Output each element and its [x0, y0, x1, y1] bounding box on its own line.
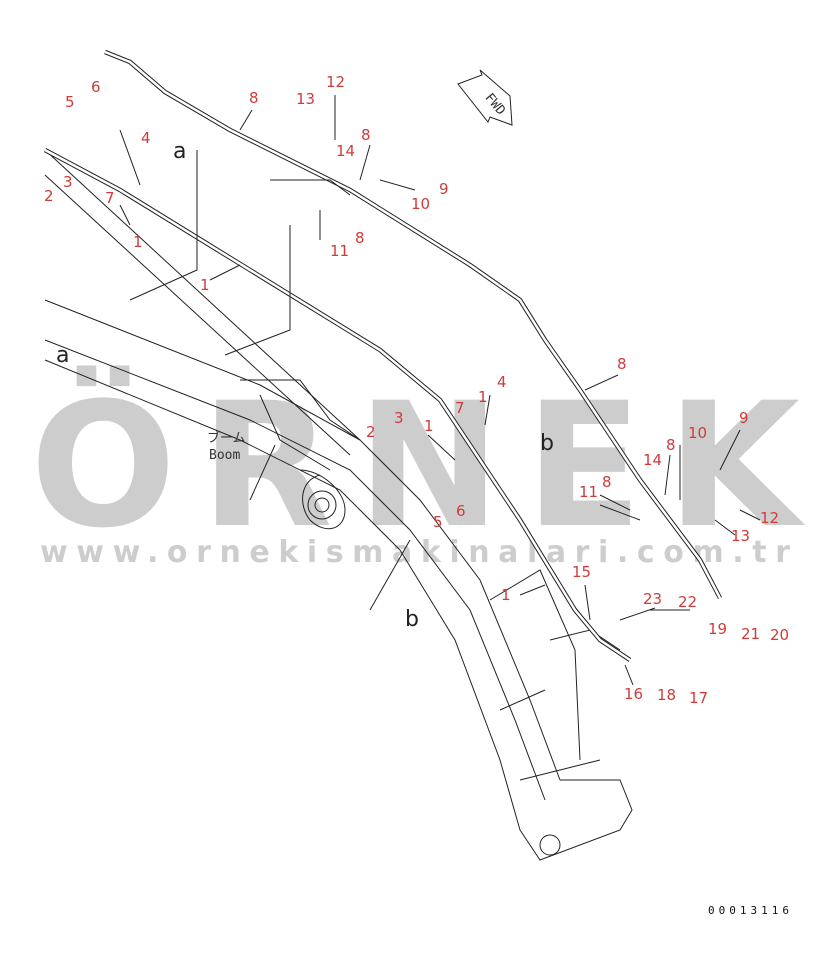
- callout-number: 5: [433, 513, 443, 531]
- callout-number: 4: [497, 373, 507, 391]
- callout-number: 23: [643, 590, 662, 608]
- drawing-code: 00013116: [708, 904, 793, 917]
- callout-number: 5: [65, 93, 75, 111]
- part-label-japanese: ブーム: [207, 430, 246, 446]
- callout-number: 16: [624, 685, 643, 703]
- callout-number: 6: [456, 502, 466, 520]
- callout-number: 8: [617, 355, 627, 373]
- callout-number: 1: [478, 388, 488, 406]
- callout-number: 10: [411, 195, 430, 213]
- view-letter-b: b: [405, 607, 419, 632]
- callout-number: 6: [91, 78, 101, 96]
- callout-number: 7: [455, 399, 465, 417]
- callout-number: 3: [394, 409, 404, 427]
- callout-number: 18: [657, 686, 676, 704]
- view-letter-b: b: [540, 431, 554, 456]
- callout-number: 3: [63, 173, 73, 191]
- callout-number: 12: [760, 509, 779, 527]
- callout-number: 13: [731, 527, 750, 545]
- callout-number: 13: [296, 90, 315, 108]
- leader-lines: [119, 95, 761, 686]
- callout-number: 15: [572, 563, 591, 581]
- callout-number: 11: [330, 242, 349, 260]
- callout-number: 12: [326, 73, 345, 91]
- arrow-forward-icon: [457, 69, 513, 126]
- callout-number: 2: [44, 187, 54, 205]
- callout-number: 1: [133, 233, 143, 251]
- callout-number: 11: [579, 483, 598, 501]
- callout-number: 9: [439, 180, 449, 198]
- callout-number: 19: [708, 620, 727, 638]
- callout-number: 22: [678, 593, 697, 611]
- part-label-english: Boom: [209, 448, 240, 463]
- callout-number: 8: [249, 89, 259, 107]
- watermark-brand: ÖRNEK: [30, 365, 806, 566]
- callout-number: 10: [688, 424, 707, 442]
- callout-number: 9: [739, 409, 749, 427]
- callout-number: 17: [689, 689, 708, 707]
- view-letter-a: a: [173, 139, 186, 164]
- callout-number: 1: [424, 417, 434, 435]
- callout-number: 1: [200, 276, 210, 294]
- callout-number: 20: [770, 626, 789, 644]
- callout-number: 8: [602, 473, 612, 491]
- callout-number: 14: [336, 142, 355, 160]
- callout-number: 21: [741, 625, 760, 643]
- callout-number: 8: [666, 436, 676, 454]
- callout-number: 8: [355, 229, 365, 247]
- hydraulic-pipe-upper: [104, 49, 722, 600]
- callout-number: 4: [141, 129, 151, 147]
- callout-number: 7: [105, 189, 115, 207]
- fwd-label: FWD: [481, 91, 508, 119]
- hydraulic-pipe-lower: [43, 148, 632, 662]
- callout-number: 8: [361, 126, 371, 144]
- view-letter-a: a: [56, 343, 69, 368]
- fwd-direction-marker: FWD: [457, 69, 513, 126]
- callout-number: 1: [501, 586, 511, 604]
- callout-number: 14: [643, 451, 662, 469]
- callout-number: 2: [366, 423, 376, 441]
